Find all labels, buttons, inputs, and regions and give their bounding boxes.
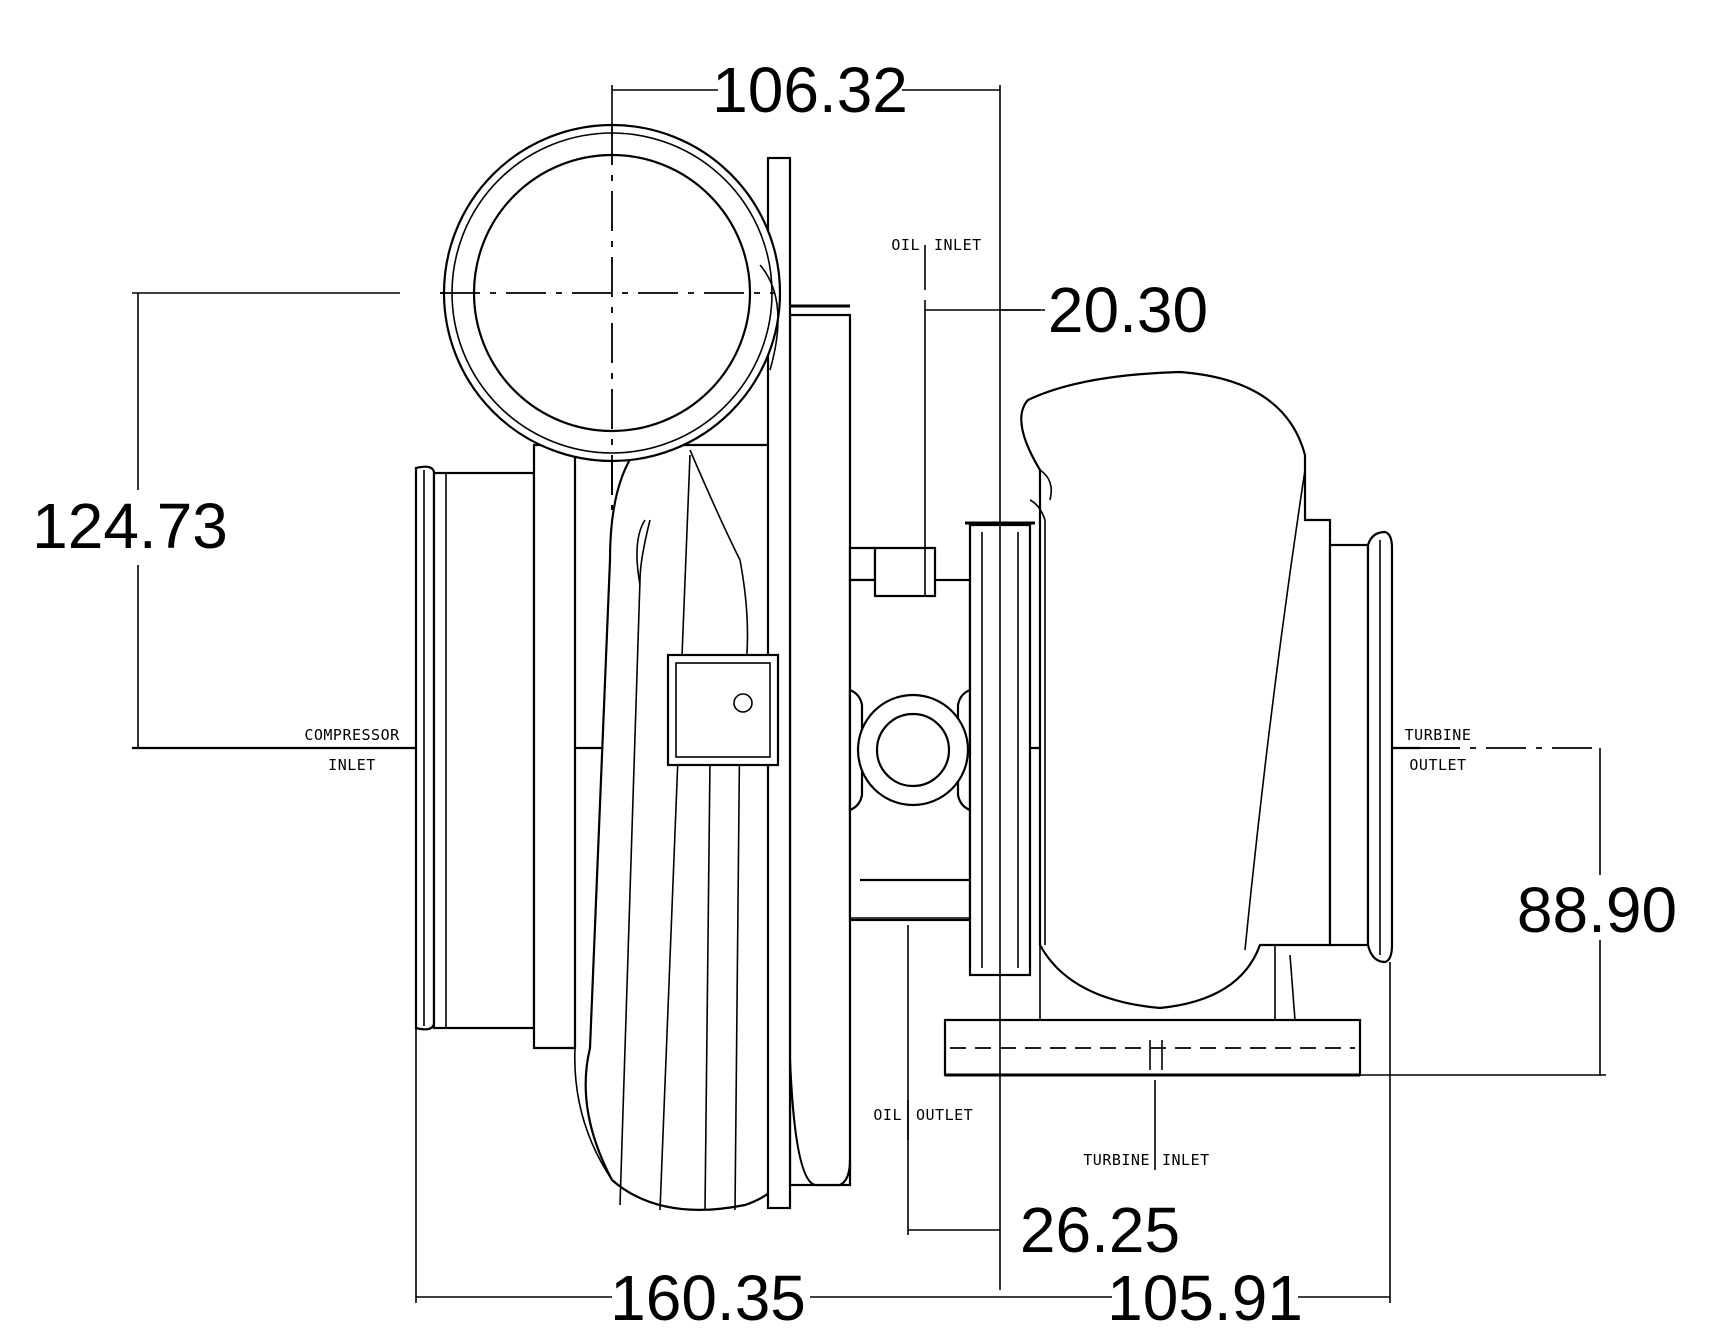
dim-106-32: 106.32 [712,54,908,126]
compressor-cover [532,443,577,1050]
compressor-backplate [788,313,852,1187]
oil-inlet-label-left: OIL [891,236,920,254]
bracket-bolt [733,693,753,713]
oil-inlet-boss [873,546,937,598]
turbine-outlet-label-top: TURBINE [1405,726,1472,744]
dim-88-90: 88.90 [1517,874,1677,946]
compressor-inlet-label-bottom: INLET [328,756,376,774]
dimension-values: 106.32 20.30 124.73 88.90 26.25 160.35 1… [32,54,1677,1334]
compressor-inlet-label-top: COMPRESSOR [304,726,400,744]
turbine-housing [943,370,1394,1077]
oil-outlet-label-right: OUTLET [916,1106,973,1124]
center-housing-bore [875,712,951,788]
compressor-volute [584,443,792,1211]
port-labels: OIL INLET OIL OUTLET COMPRESSOR INLET TU… [304,236,1471,1169]
turbine-outlet-tube [1328,543,1370,947]
oil-inlet-label-right: INLET [934,236,982,254]
compressor-inlet-bead [414,465,436,1031]
oil-outlet-label-left: OIL [873,1106,902,1124]
center-housing [848,546,972,922]
turbine-volute [1020,370,1332,1010]
dim-105-91: 105.91 [1107,1262,1303,1334]
dim-124-73: 124.73 [32,490,228,562]
turbine-inlet-label-right: INLET [1162,1151,1210,1169]
dim-26-25: 26.25 [1020,1194,1180,1266]
turbine-inlet-label-left: TURBINE [1083,1151,1150,1169]
dim-20-30: 20.30 [1048,274,1208,346]
turbine-outlet-label-bottom: OUTLET [1409,756,1466,774]
dimension-lines [132,85,1606,1303]
compressor-housing [414,123,852,1211]
compressor-bracket [666,653,780,767]
dim-160-35: 160.35 [610,1262,806,1334]
compressor-inlet-tube [432,471,536,1030]
